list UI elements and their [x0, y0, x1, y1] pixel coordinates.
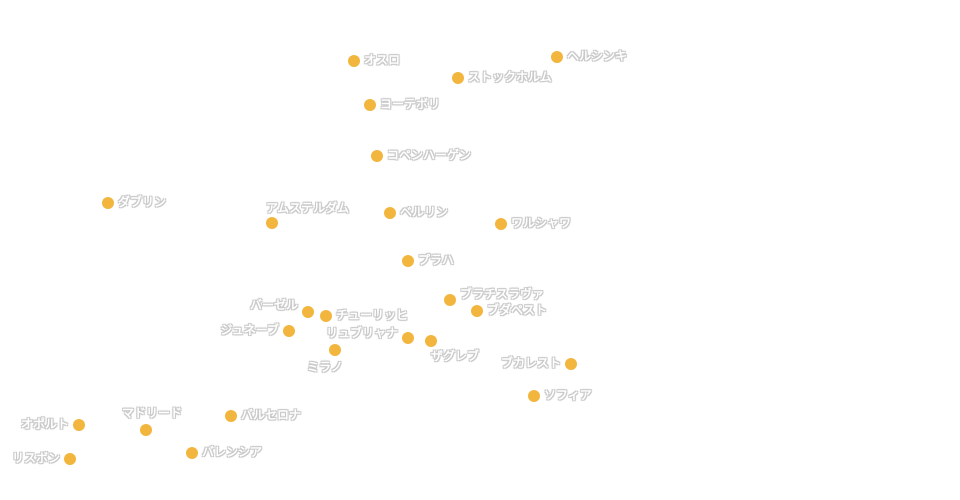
city-marker[interactable] [329, 344, 341, 356]
city-label: ジュネーブ [220, 323, 279, 337]
city-marker[interactable] [425, 335, 437, 347]
city-marker[interactable] [495, 218, 507, 230]
city-label: ソフィア [544, 388, 592, 402]
city-marker[interactable] [348, 55, 360, 67]
city-label: ザグレブ [431, 349, 480, 363]
city-marker[interactable] [471, 305, 483, 317]
city-marker[interactable] [528, 390, 540, 402]
city-marker[interactable] [73, 419, 85, 431]
city-marker[interactable] [140, 424, 152, 436]
city-marker[interactable] [266, 217, 278, 229]
city-marker[interactable] [444, 294, 456, 306]
city-label: マドリード [122, 406, 183, 420]
city-label: ダブリン [118, 195, 167, 209]
city-marker[interactable] [186, 447, 198, 459]
city-marker[interactable] [364, 99, 376, 111]
city-marker[interactable] [302, 306, 314, 318]
city-marker[interactable] [102, 197, 114, 209]
city-label: オスロ [364, 53, 401, 67]
city-marker[interactable] [402, 332, 414, 344]
city-marker[interactable] [384, 207, 396, 219]
city-label: バレンシア [202, 445, 263, 459]
city-label: バルセロナ [241, 408, 302, 422]
city-label: リュブリャナ [325, 326, 398, 340]
city-label: ミラノ [307, 360, 343, 374]
city-label: チューリッヒ [336, 308, 409, 322]
city-marker[interactable] [402, 255, 414, 267]
city-label: コペンハーゲン [387, 148, 472, 162]
city-label: ブカレスト [500, 356, 561, 370]
city-label: アムステルダム [266, 201, 350, 215]
city-marker[interactable] [64, 453, 76, 465]
city-marker[interactable] [452, 72, 464, 84]
city-label: ヘルシンキ [567, 49, 628, 63]
city-marker[interactable] [283, 325, 295, 337]
city-marker[interactable] [371, 150, 383, 162]
city-label: ヨーテボリ [380, 97, 441, 111]
city-label: ベルリン [400, 205, 449, 219]
city-label: バーゼル [249, 298, 298, 312]
city-marker[interactable] [225, 410, 237, 422]
city-label: ストックホルム [468, 70, 552, 84]
city-marker[interactable] [320, 310, 332, 322]
city-marker[interactable] [551, 51, 563, 63]
city-marker[interactable] [565, 358, 577, 370]
city-label: リスボン [11, 451, 60, 465]
city-label: プラハ [418, 253, 454, 267]
city-label: ワルシャワ [511, 216, 572, 230]
city-label: ブラチスラヴァ [460, 287, 545, 301]
city-label: ブダペスト [487, 303, 548, 317]
city-label: オポルト [20, 417, 69, 431]
